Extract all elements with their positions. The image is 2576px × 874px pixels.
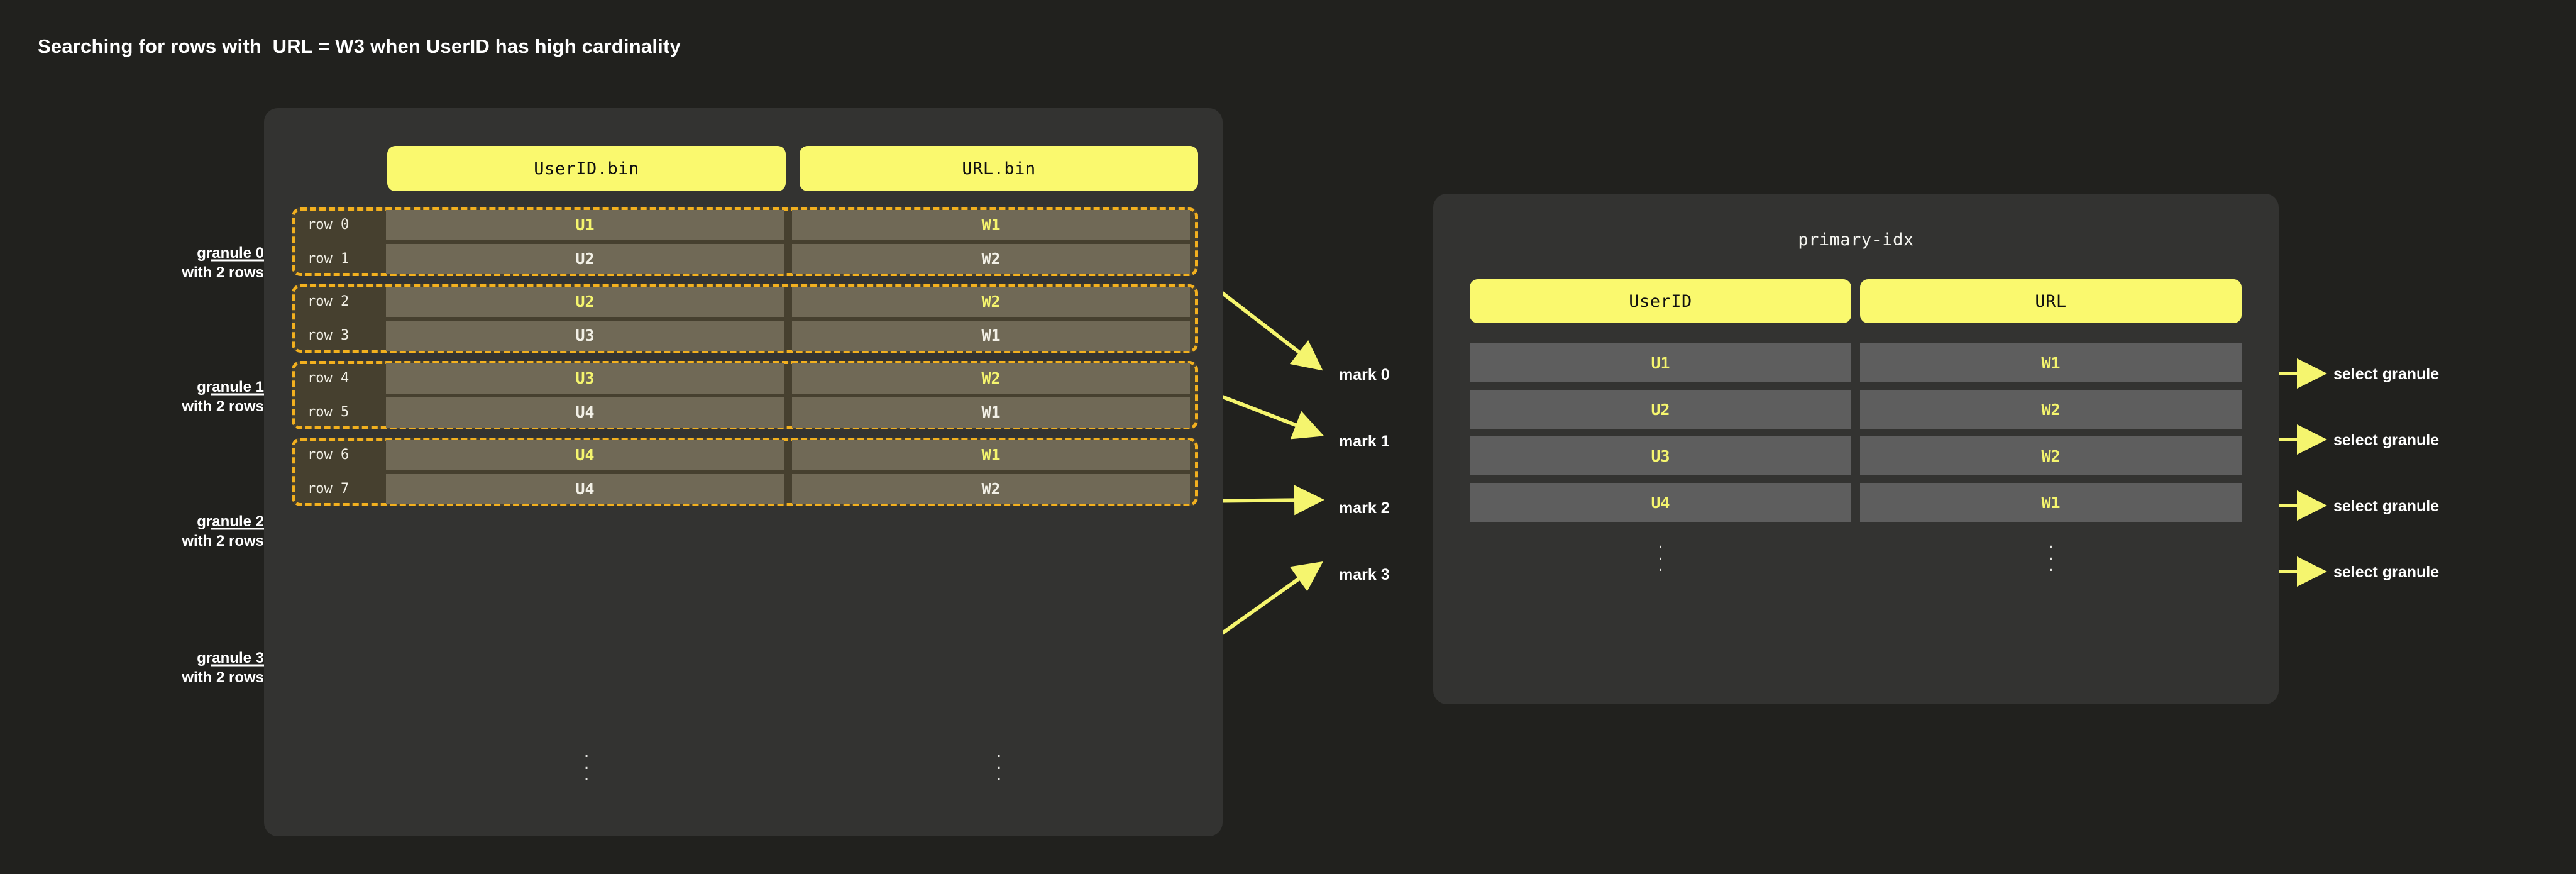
primary-index-title: primary-idx bbox=[1798, 230, 1914, 250]
cell-userid: U2 bbox=[386, 286, 784, 317]
select-granule-label-3: select granule bbox=[2333, 563, 2440, 581]
vertical-ellipsis-icon: ... bbox=[2048, 531, 2054, 576]
select-granule-label-0: select granule bbox=[2333, 365, 2440, 383]
cell-userid: U4 bbox=[386, 473, 784, 504]
table-row: row 2 U2 W2 bbox=[295, 286, 1195, 317]
cell-url: W1 bbox=[792, 320, 1190, 351]
row-label: row 7 bbox=[307, 481, 350, 497]
cell-url: W1 bbox=[792, 209, 1190, 240]
data-column-headers: UserID.bin URL.bin bbox=[387, 146, 1198, 191]
mark-label-0: mark 0 bbox=[1339, 366, 1390, 384]
table-row: row 5 U4 W1 bbox=[295, 397, 1195, 428]
granule-box-2[interactable]: row 4 U3 W2 row 5 U4 W1 bbox=[292, 361, 1198, 429]
index-row[interactable]: U4 W1 bbox=[1470, 483, 2242, 522]
primary-index-panel: primary-idx UserID URL U1 W1 U2 W2 U3 W2… bbox=[1433, 194, 2279, 704]
mark-label-3: mark 3 bbox=[1339, 566, 1390, 584]
table-row: row 6 U4 W1 bbox=[295, 440, 1195, 470]
index-cell-url: W2 bbox=[1860, 390, 2242, 429]
table-row: row 0 U1 W1 bbox=[295, 209, 1195, 240]
index-row[interactable]: U2 W2 bbox=[1470, 390, 2242, 429]
mark-label-1: mark 1 bbox=[1339, 433, 1390, 450]
cell-userid: U4 bbox=[386, 397, 784, 428]
page-title: Searching for rows with URL = W3 when Us… bbox=[38, 35, 681, 57]
row-label: row 4 bbox=[307, 370, 350, 386]
index-cell-url: W1 bbox=[1860, 343, 2242, 382]
column-header-url-bin: URL.bin bbox=[800, 146, 1198, 191]
index-row[interactable]: U1 W1 bbox=[1470, 343, 2242, 382]
cell-url: W2 bbox=[792, 363, 1190, 394]
column-header-userid-bin: UserID.bin bbox=[387, 146, 786, 191]
cell-userid: U3 bbox=[386, 363, 784, 394]
index-cell-url: W2 bbox=[1860, 436, 2242, 475]
cell-url: W2 bbox=[792, 286, 1190, 317]
granule-box-3[interactable]: row 6 U4 W1 row 7 U4 W2 bbox=[292, 438, 1198, 506]
index-cell-userid: U1 bbox=[1470, 343, 1851, 382]
row-label: row 5 bbox=[307, 404, 350, 420]
index-column-header-userid: UserID bbox=[1470, 279, 1851, 323]
table-row: row 1 U2 W2 bbox=[295, 243, 1195, 274]
index-row-list: U1 W1 U2 W2 U3 W2 U4 W1 bbox=[1470, 343, 2242, 529]
cell-url: W2 bbox=[792, 243, 1190, 274]
cell-userid: U3 bbox=[386, 320, 784, 351]
data-panel-ellipsis: ... ... bbox=[387, 741, 1198, 785]
cell-userid: U4 bbox=[386, 440, 784, 470]
row-label: row 1 bbox=[307, 251, 350, 267]
index-cell-userid: U4 bbox=[1470, 483, 1851, 522]
cell-userid: U1 bbox=[386, 209, 784, 240]
index-cell-userid: U3 bbox=[1470, 436, 1851, 475]
index-cell-url: W1 bbox=[1860, 483, 2242, 522]
index-cell-userid: U2 bbox=[1470, 390, 1851, 429]
table-row: row 4 U3 W2 bbox=[295, 363, 1195, 394]
cell-url: W1 bbox=[792, 397, 1190, 428]
row-label: row 2 bbox=[307, 294, 350, 309]
granule-box-0[interactable]: row 0 U1 W1 row 1 U2 W2 bbox=[292, 207, 1198, 276]
vertical-ellipsis-icon: ... bbox=[583, 741, 590, 785]
cell-url: W2 bbox=[792, 473, 1190, 504]
vertical-ellipsis-icon: ... bbox=[996, 741, 1002, 785]
cell-userid: U2 bbox=[386, 243, 784, 274]
row-label: row 3 bbox=[307, 328, 350, 343]
index-row[interactable]: U3 W2 bbox=[1470, 436, 2242, 475]
index-column-headers: UserID URL bbox=[1470, 279, 2242, 323]
row-label: row 6 bbox=[307, 447, 350, 463]
mark-label-2: mark 2 bbox=[1339, 499, 1390, 517]
select-granule-label-1: select granule bbox=[2333, 431, 2440, 449]
granule-list: row 0 U1 W1 row 1 U2 W2 row 2 bbox=[292, 207, 1198, 514]
index-column-header-url: URL bbox=[1860, 279, 2242, 323]
data-part-panel: UserID.bin URL.bin row 0 U1 W1 row 1 U2 bbox=[264, 108, 1223, 836]
cell-url: W1 bbox=[792, 440, 1190, 470]
table-row: row 7 U4 W2 bbox=[295, 473, 1195, 504]
granule-box-1[interactable]: row 2 U2 W2 row 3 U3 W1 bbox=[292, 284, 1198, 353]
row-label: row 0 bbox=[307, 217, 350, 233]
index-panel-ellipsis: ... ... bbox=[1470, 531, 2242, 576]
table-row: row 3 U3 W1 bbox=[295, 320, 1195, 351]
select-granule-label-2: select granule bbox=[2333, 497, 2440, 515]
vertical-ellipsis-icon: ... bbox=[1658, 531, 1663, 576]
